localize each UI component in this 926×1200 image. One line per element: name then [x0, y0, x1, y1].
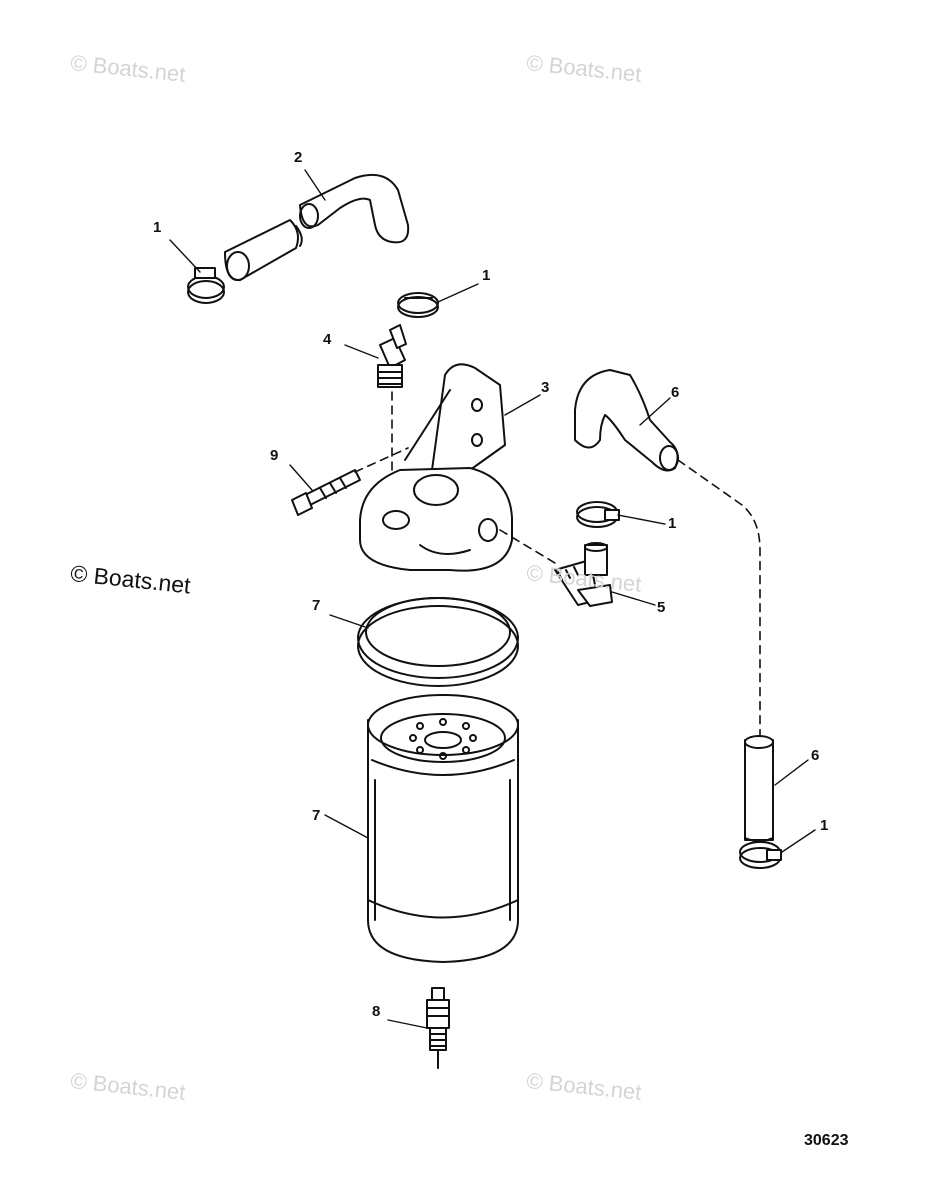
callout-1: 1	[482, 267, 491, 284]
elbow-fitting-part-4	[377, 324, 407, 388]
callout-1: 1	[153, 219, 162, 236]
assembly-dashed-lines	[354, 391, 761, 736]
callout-2: 2	[294, 149, 303, 166]
hose-clamp-part-1-mid	[397, 292, 439, 318]
callout-6: 6	[811, 747, 820, 764]
callout-7: 7	[312, 807, 321, 824]
hose-part-6-lower	[744, 735, 774, 842]
bolt-part-9	[291, 469, 361, 516]
callout-8: 8	[372, 1003, 381, 1020]
elbow-fitting-part-5	[554, 542, 613, 607]
callout-7: 7	[312, 597, 321, 614]
figure-number: 30623	[804, 1132, 849, 1149]
callout-4: 4	[323, 331, 332, 348]
callout-5: 5	[657, 599, 666, 616]
hose-clamp-part-1-bottom	[739, 841, 782, 869]
hose-clamp-part-1-right	[576, 501, 620, 528]
hose-part-2	[224, 174, 410, 282]
callout-6: 6	[671, 384, 680, 401]
hose-part-6-upper	[574, 369, 679, 472]
sealing-ring-part-7	[357, 597, 519, 687]
callout-leader-lines	[169, 169, 816, 1029]
callout-1: 1	[820, 817, 829, 834]
water-sensor-part-8	[426, 987, 450, 1069]
hose-clamp-part-1-top-left	[187, 267, 225, 304]
filter-cartridge-part-7	[367, 694, 519, 963]
callout-3: 3	[541, 379, 550, 396]
callout-1: 1	[668, 515, 677, 532]
filter-head-bracket-part-3	[359, 363, 513, 572]
callout-9: 9	[270, 447, 279, 464]
